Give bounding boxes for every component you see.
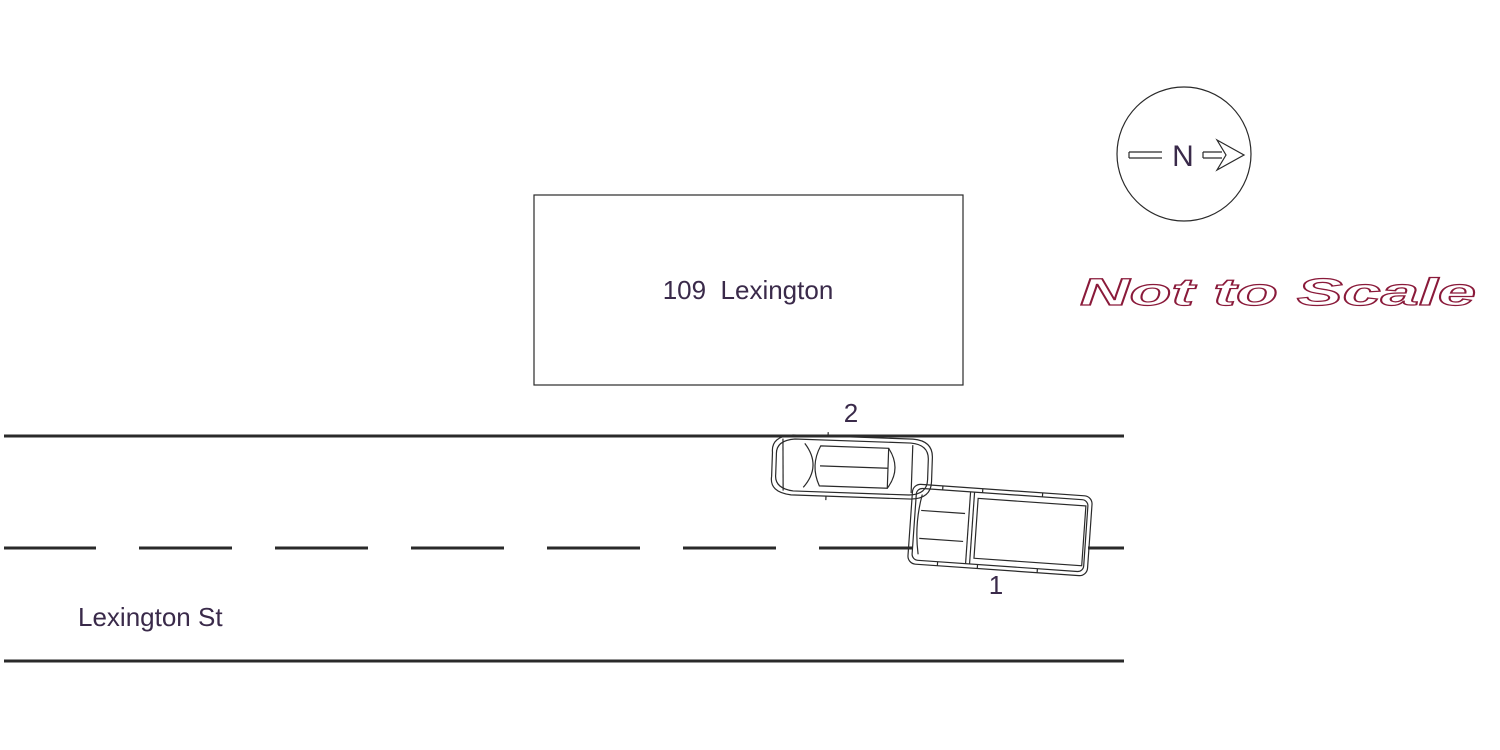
vehicle-1-label: 1 [989, 570, 1003, 600]
scale-note: Not to Scale [1080, 272, 1476, 314]
north-label: N [1172, 140, 1194, 173]
building-label: 109 Lexington [663, 275, 834, 305]
street-label: Lexington St [78, 602, 223, 632]
building-outline [533, 194, 964, 386]
vehicle-2-sedan [770, 432, 933, 501]
vehicle-2-label: 2 [844, 398, 858, 428]
north-arrow: N [1116, 86, 1252, 222]
vehicle-1-truck [907, 483, 1093, 577]
arrow-icon [1128, 138, 1246, 172]
